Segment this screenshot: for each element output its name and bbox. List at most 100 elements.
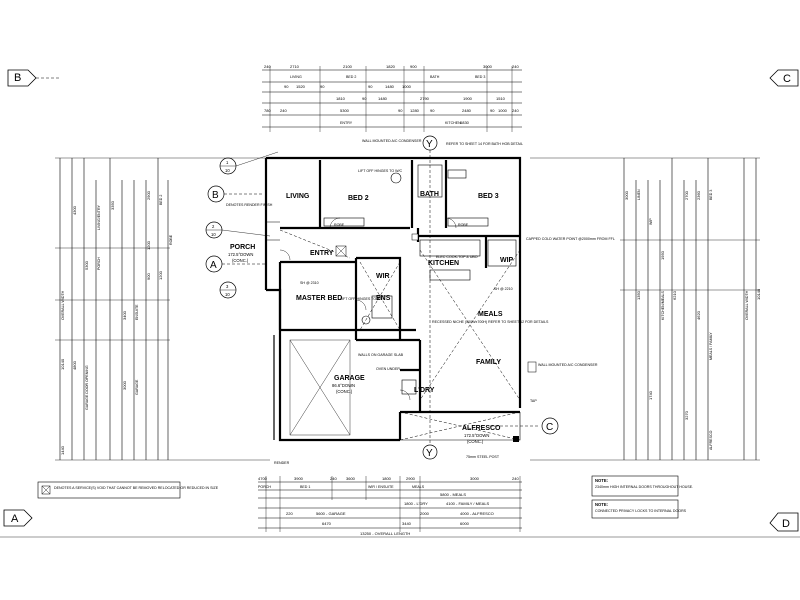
- note-render: RENDER: [274, 461, 290, 465]
- svg-text:Y: Y: [426, 448, 433, 459]
- svg-text:240: 240: [330, 476, 337, 481]
- svg-text:1280: 1280: [410, 108, 420, 113]
- svg-text:2360: 2360: [696, 190, 701, 200]
- svg-text:3: 3: [226, 284, 229, 289]
- svg-text:220: 220: [286, 511, 293, 516]
- svg-text:3000: 3000: [470, 476, 480, 481]
- room-label-ens: ENS: [376, 295, 391, 302]
- building-outline: [264, 156, 522, 442]
- note-oven-under: OVEN UNDER: [376, 367, 400, 371]
- note-sheet-14: REFER TO SHEET 14 FOR BATH HOB DETAIL: [446, 142, 523, 146]
- svg-text:900: 900: [146, 273, 151, 280]
- grid-marker-x-bottom: Y: [422, 444, 438, 460]
- svg-text:4700: 4700: [258, 476, 268, 481]
- svg-text:GARAGE: GARAGE: [135, 379, 139, 395]
- svg-text:4300: 4300: [72, 205, 77, 215]
- svg-text:1350: 1350: [636, 290, 641, 300]
- svg-text:6830: 6830: [460, 120, 470, 125]
- note1-text: 2340mm HIGH INTERNAL DOORS THROUGHOUT HO…: [595, 485, 693, 489]
- detail-callout-1: 1 10: [219, 151, 279, 175]
- svg-text:3900: 3900: [294, 476, 304, 481]
- svg-text:2700: 2700: [684, 190, 689, 200]
- svg-text:2: 2: [212, 224, 215, 229]
- svg-text:LIVING/ENTRY: LIVING/ENTRY: [97, 205, 101, 230]
- svg-text:1: 1: [226, 160, 229, 165]
- svg-text:1820: 1820: [386, 64, 396, 69]
- sill-height-1: SH @ 2310: [300, 281, 319, 285]
- svg-text:1900: 1900: [463, 96, 473, 101]
- svg-text:90: 90: [398, 108, 403, 113]
- svg-text:240: 240: [512, 64, 519, 69]
- svg-text:KITCHEN/MEALS: KITCHEN/MEALS: [661, 290, 665, 320]
- note-render-finish: DENOTES RENDER FINISH: [226, 203, 273, 207]
- svg-text:6210: 6210: [672, 290, 677, 300]
- svg-text:90: 90: [430, 108, 435, 113]
- svg-text:2710: 2710: [290, 64, 300, 69]
- alfresco-level: 172.5°DOWN: [464, 433, 489, 438]
- svg-text:780: 780: [264, 108, 271, 113]
- note2-text: CONNECTED PRIVACY LOCKS TO INTERNAL DOOR…: [595, 509, 687, 513]
- svg-text:LINEN: LINEN: [637, 189, 641, 200]
- svg-text:90: 90: [320, 84, 325, 89]
- porch-level: 172.5°DOWN: [228, 252, 253, 257]
- legend-text: DENOTES A SERVICE(S) VOID THAT CANNOT BE…: [54, 486, 219, 490]
- room-label-bed2: BED 2: [348, 195, 369, 202]
- svg-text:3270: 3270: [684, 410, 689, 420]
- svg-text:1000: 1000: [402, 84, 412, 89]
- detail-callout-2: 2 10: [205, 221, 271, 239]
- svg-text:1480: 1480: [385, 84, 395, 89]
- note-elec-cooktop: ELEC COOK-TOP & UBO: [436, 255, 478, 259]
- svg-text:10140: 10140: [756, 288, 761, 300]
- room-label-meals: MEALS: [478, 311, 503, 318]
- section-marker-b-top-left: B: [7, 69, 37, 87]
- note-lift-off-ens: LIFT OFF HINGES TO ENS: [340, 297, 385, 301]
- svg-text:5600 - GARAGE: 5600 - GARAGE: [316, 511, 346, 516]
- svg-text:2000: 2000: [420, 511, 430, 516]
- svg-text:10: 10: [211, 232, 216, 237]
- svg-text:3000: 3000: [122, 380, 127, 390]
- room-label-kitchen: KITCHEN: [428, 260, 459, 267]
- porch-finish: (CONC.): [232, 258, 249, 263]
- notes-block: NOTE: 2340mm HIGH INTERNAL DOORS THROUGH…: [591, 475, 693, 519]
- note-robe-bed2: ROBE: [334, 223, 345, 227]
- svg-text:10140: 10140: [60, 358, 65, 370]
- svg-text:BATH: BATH: [430, 75, 440, 79]
- svg-text:4000 - ALFRESCO: 4000 - ALFRESCO: [460, 511, 494, 516]
- svg-text:10: 10: [225, 168, 230, 173]
- section-marker-a-left: A: [205, 255, 266, 273]
- svg-text:LIVING: LIVING: [290, 75, 302, 79]
- svg-text:13250 - OVERALL LENGTH: 13250 - OVERALL LENGTH: [360, 531, 410, 536]
- svg-text:B: B: [212, 190, 219, 201]
- svg-text:MEALS / FAMILY: MEALS / FAMILY: [709, 332, 713, 360]
- note-recessed-niche: RECESSED NICHE (500Wx700H) REFER TO SHEE…: [432, 320, 549, 324]
- svg-text:MEALS: MEALS: [412, 485, 425, 489]
- svg-text:1520: 1520: [296, 84, 306, 89]
- room-label-garage: GARAGE: [334, 375, 365, 382]
- svg-text:90: 90: [368, 84, 373, 89]
- note2-title: NOTE:: [595, 502, 608, 507]
- svg-text:A: A: [210, 260, 217, 271]
- svg-text:BED 2: BED 2: [159, 195, 163, 205]
- svg-text:C: C: [783, 73, 791, 85]
- right-dimensions: OVERALL WIDTH 10140 MEALS / FAMILY 4620 …: [530, 157, 761, 461]
- note-walls-garage-slab: WALLS ON GARAGE SLAB: [358, 353, 404, 357]
- room-label-alfresco: ALFRESCO: [462, 425, 501, 432]
- top-dimensions: 240 2710 2100 1820 900 3000 240 LIVING B…: [262, 64, 522, 132]
- svg-text:2480: 2480: [462, 108, 472, 113]
- svg-text:PORCH: PORCH: [97, 257, 101, 270]
- svg-text:ROBE: ROBE: [169, 234, 173, 245]
- svg-text:2790: 2790: [420, 96, 430, 101]
- svg-text:1510: 1510: [496, 96, 506, 101]
- svg-text:BED 2: BED 2: [346, 75, 356, 79]
- room-label-living: LIVING: [286, 193, 310, 200]
- bottom-dimensions: 4700 3900 240 3600 1800 2900 3000 240 PO…: [258, 476, 522, 536]
- section-marker-b-left: B: [207, 185, 262, 203]
- svg-text:C: C: [546, 422, 553, 433]
- svg-text:2900: 2900: [406, 476, 416, 481]
- svg-text:4620: 4620: [696, 310, 701, 320]
- svg-text:4100 - FAMILY / MEALS: 4100 - FAMILY / MEALS: [446, 501, 490, 506]
- svg-text:OVERALL WIDTH: OVERALL WIDTH: [61, 290, 65, 320]
- svg-text:1440: 1440: [60, 445, 65, 455]
- svg-text:4800: 4800: [72, 360, 77, 370]
- svg-text:GARAGE DOOR OPENING: GARAGE DOOR OPENING: [85, 365, 89, 410]
